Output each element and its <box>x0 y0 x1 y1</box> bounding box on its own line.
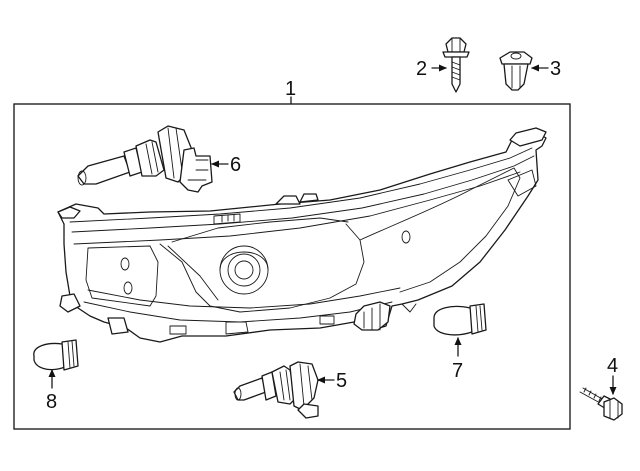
callout-3[interactable]: 3 <box>550 58 561 80</box>
callout-5[interactable]: 5 <box>336 370 347 392</box>
callout-1[interactable]: 1 <box>285 78 296 100</box>
bolt[interactable] <box>579 387 623 421</box>
screw[interactable] <box>442 37 470 93</box>
callout-2[interactable]: 2 <box>416 58 427 80</box>
side-marker-bulb[interactable] <box>433 303 487 336</box>
callout-7[interactable]: 7 <box>452 360 463 382</box>
assembly-frame <box>13 103 571 430</box>
callout-4[interactable]: 4 <box>607 355 618 377</box>
callout-6[interactable]: 6 <box>230 154 241 176</box>
headlamp-bulb-high[interactable] <box>77 125 213 193</box>
callout-8[interactable]: 8 <box>46 391 57 413</box>
headlamp-bulb-low[interactable] <box>233 361 319 419</box>
clip-nut[interactable] <box>499 51 533 91</box>
turn-signal-bulb[interactable] <box>33 339 79 371</box>
headlamp-housing[interactable] <box>57 127 547 343</box>
